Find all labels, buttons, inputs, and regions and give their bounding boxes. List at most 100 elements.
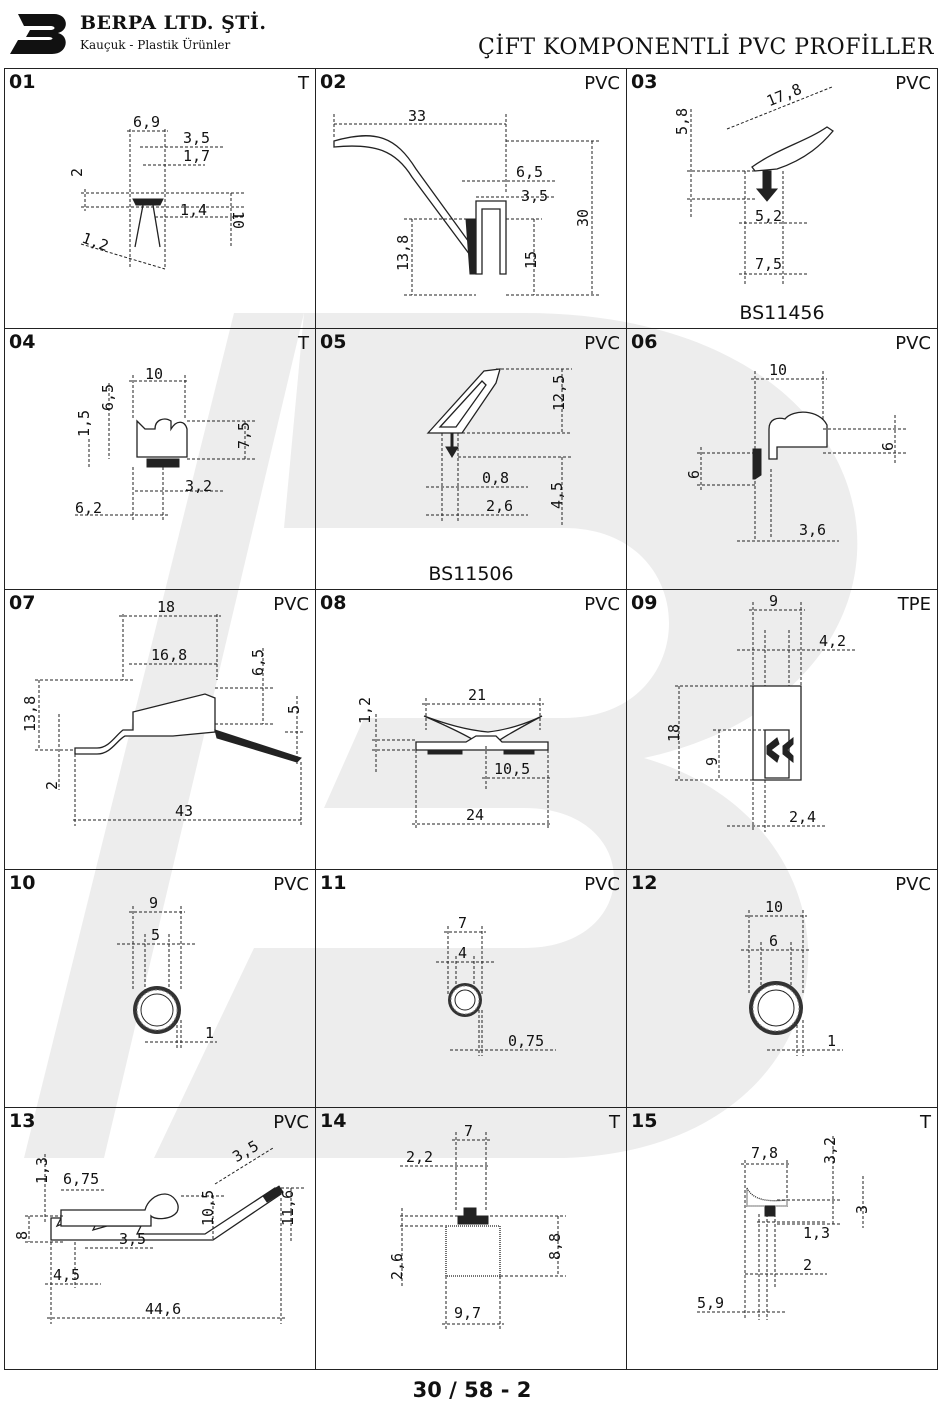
dim-label: 6,5 <box>516 163 543 181</box>
profile-material: PVC <box>273 594 309 615</box>
profile-cell-06: 06 PVC 10 6 6 3,6 <box>627 329 937 590</box>
profile-number: 13 <box>9 1110 36 1132</box>
dim-label: 3,5 <box>183 129 210 147</box>
dim-label: 5,9 <box>697 1294 724 1312</box>
dim-label: 3 <box>853 1205 871 1214</box>
dim-label: 2 <box>43 781 61 790</box>
dim-label: 3,5 <box>229 1137 261 1166</box>
dim-label: 5 <box>285 705 303 714</box>
profile-cell-08: 08 PVC 1,2 21 10,5 24 <box>316 590 627 870</box>
dim-label: 7 <box>458 914 467 932</box>
profile-cell-11: 11 PVC 7 4 0,75 <box>316 870 627 1108</box>
dim-label: 5,2 <box>755 207 782 225</box>
dim-label: 5 <box>151 926 160 944</box>
dim-label: 9 <box>769 592 778 610</box>
dim-label: 1,3 <box>33 1157 51 1184</box>
profile-number: 10 <box>9 872 36 894</box>
dim-label: 1,2 <box>356 697 374 724</box>
dim-label: 18 <box>157 598 175 616</box>
page-number: 30 / 58 - 2 <box>412 1378 532 1402</box>
dim-label: 16,8 <box>151 646 187 664</box>
dim-label: 0,8 <box>482 469 509 487</box>
dim-label: 6,9 <box>133 113 160 131</box>
profile-number: 01 <box>9 71 36 93</box>
profile-number: 08 <box>320 592 347 614</box>
dim-label: 11,6 <box>279 1190 297 1226</box>
profile-drawing-01: 6,9 3,5 1,7 2 1,4 10 1,2 <box>68 113 247 270</box>
profile-cell-10: 10 PVC 9 5 1 <box>5 870 316 1108</box>
dim-label: 24 <box>466 806 484 824</box>
dim-label: 10,5 <box>199 1190 217 1226</box>
dim-label: 1,7 <box>183 147 210 165</box>
profile-cell-13: 13 PVC 1,3 6,75 8 3,5 10,5 11,6 3,5 4,5 <box>5 1108 316 1369</box>
dim-label: 2,2 <box>406 1148 433 1166</box>
dim-label: 3,6 <box>799 521 826 539</box>
dim-label: 1,5 <box>75 410 93 437</box>
dim-label: 6,5 <box>99 384 117 411</box>
page-header: BERPA LTD. ŞTİ. Kauçuk - Plastik Ürünler… <box>0 0 944 66</box>
profile-material: PVC <box>895 73 931 94</box>
profile-number: 15 <box>631 1110 658 1132</box>
dim-label: 5,8 <box>673 108 691 135</box>
profile-cell-12: 12 PVC 10 6 1 <box>627 870 937 1108</box>
profile-drawing-06: 10 6 6 3,6 <box>685 361 907 542</box>
profile-drawing-03: 17,8 5,8 5,2 7,5 <box>673 80 834 284</box>
dim-label: 1,3 <box>803 1224 830 1242</box>
dim-label: 9,7 <box>454 1304 481 1322</box>
profile-drawing-13: 1,3 6,75 8 3,5 10,5 11,6 3,5 4,5 44,6 <box>13 1137 305 1324</box>
profile-material: PVC <box>895 333 931 354</box>
profile-cell-04: 04 T 10 6,5 1,5 7,5 3,2 6,2 <box>5 329 316 590</box>
profile-drawing-08: 1,2 21 10,5 24 <box>356 686 552 830</box>
dim-label: 8,8 <box>546 1233 564 1260</box>
profile-cell-15: 15 T 7,8 3,2 3 1,3 2 5,9 <box>627 1108 937 1369</box>
profile-number: 04 <box>9 331 36 353</box>
profile-material: TPE <box>897 594 931 615</box>
dim-label: 6 <box>769 932 778 950</box>
profile-drawing-02: 33 6,5 3,5 30 13,8 15 <box>333 107 601 296</box>
dim-label: 30 <box>574 209 592 227</box>
profile-material: PVC <box>273 874 309 895</box>
profile-material: PVC <box>273 1112 309 1133</box>
company-name: BERPA LTD. ŞTİ. <box>80 12 267 34</box>
profile-drawing-05: 12,5 0,8 4,5 2,6 <box>426 368 572 525</box>
dim-label: 4,5 <box>548 482 566 509</box>
profile-number: 14 <box>320 1110 347 1132</box>
profile-number: 03 <box>631 71 658 93</box>
dim-label: 1 <box>205 1024 214 1042</box>
dim-label: 2,6 <box>486 497 513 515</box>
dim-label: 1,2 <box>79 229 111 255</box>
profile-drawing-10: 9 5 1 <box>117 894 217 1048</box>
profile-drawing-07: 18 16,8 6,5 13,8 5 2 43 <box>21 598 305 826</box>
profile-material: T <box>609 1112 620 1133</box>
profile-number: 05 <box>320 331 347 353</box>
dim-label: 4,5 <box>53 1266 80 1284</box>
dim-label: 2,6 <box>388 1253 406 1280</box>
dim-label: 7,8 <box>751 1144 778 1162</box>
profile-cell-05: 05 PVC 12,5 0,8 4,5 2,6 BS11506 <box>316 329 627 590</box>
dim-label: 13,8 <box>21 696 39 732</box>
profile-cell-02: 02 PVC 33 6,5 3,5 30 13,8 15 <box>316 69 627 329</box>
profile-material: T <box>298 333 309 354</box>
dim-label: 6 <box>685 470 703 479</box>
dim-label: 1 <box>827 1032 836 1050</box>
profile-material: T <box>920 1112 931 1133</box>
dim-label: 3,5 <box>119 1230 146 1248</box>
dim-label: 12,5 <box>550 375 568 411</box>
dim-label: 6,75 <box>63 1170 99 1188</box>
dim-label: 3,2 <box>821 1137 839 1164</box>
profile-material: PVC <box>584 333 620 354</box>
dim-label: 6 <box>879 442 897 451</box>
dim-label: 1,4 <box>180 201 207 219</box>
dim-label: 7,5 <box>755 255 782 273</box>
profile-standard: BS11506 <box>428 563 514 585</box>
dim-label: 21 <box>468 686 486 704</box>
profile-material: T <box>298 73 309 94</box>
dim-label: 4 <box>458 944 467 962</box>
profile-number: 02 <box>320 71 347 93</box>
profile-cell-01: 01 T 6,9 3,5 1,7 2 1,4 10 1,2 <box>5 69 316 329</box>
dim-label: 2 <box>803 1256 812 1274</box>
dim-label: 18 <box>665 724 683 742</box>
dim-label: 6,2 <box>75 499 102 517</box>
profile-number: 07 <box>9 592 36 614</box>
dim-label: 2 <box>68 168 86 177</box>
